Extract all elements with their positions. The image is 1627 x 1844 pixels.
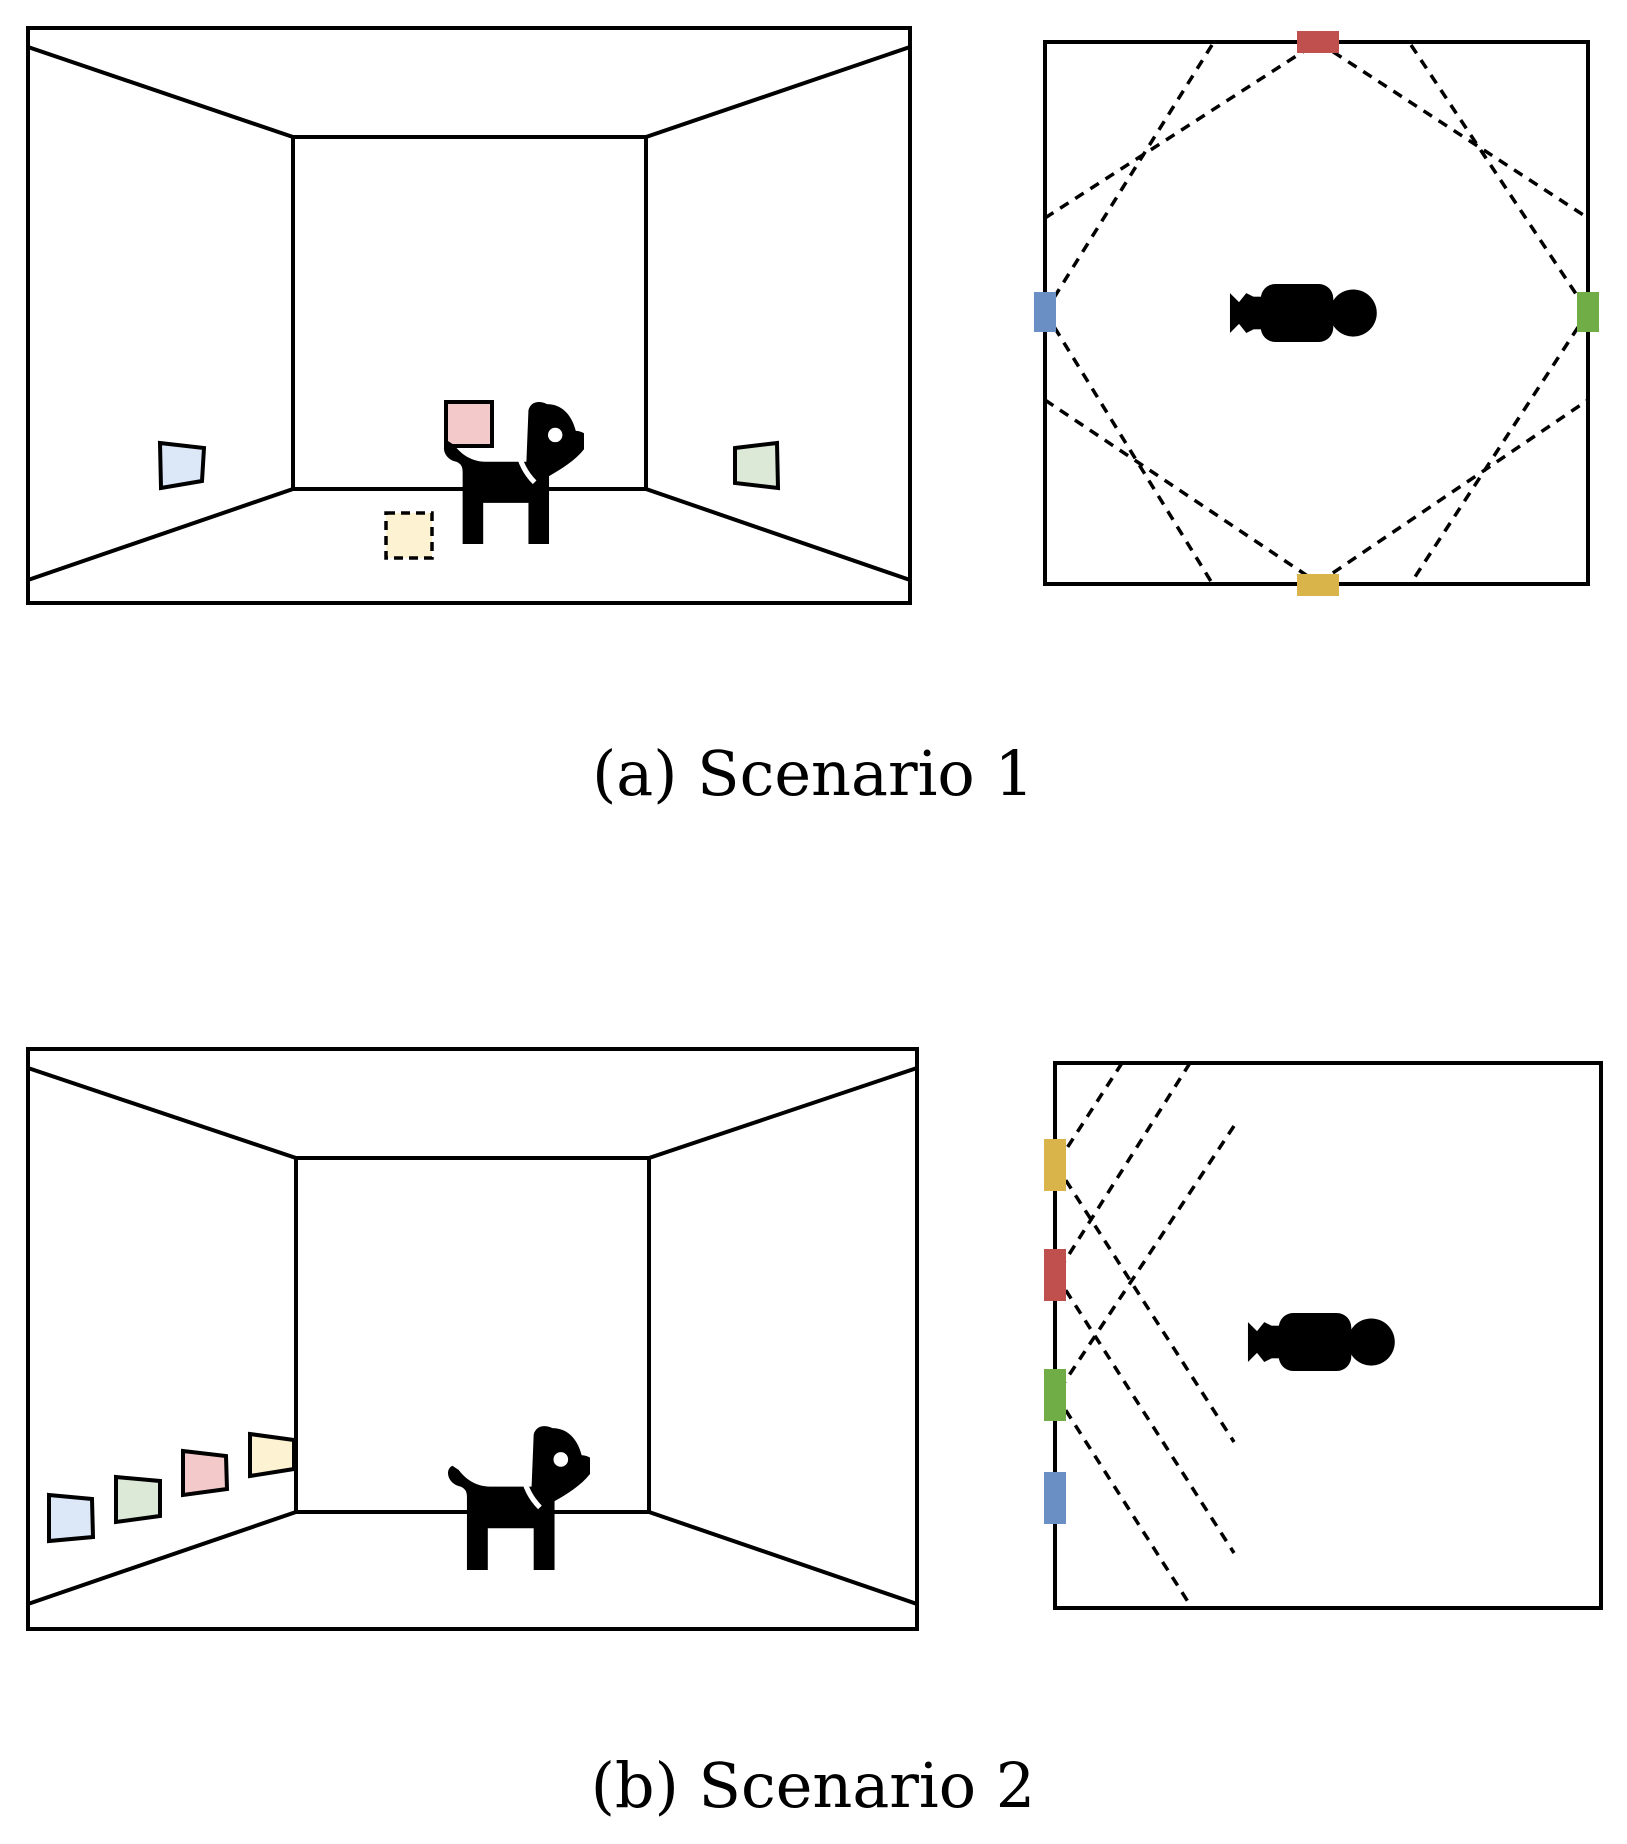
marker-yellow bbox=[1297, 574, 1339, 596]
scenario-1: (a) Scenario 1 bbox=[26, 26, 1599, 810]
caption-b: (b) Scenario 2 bbox=[591, 1749, 1036, 1822]
top-view-1 bbox=[1034, 31, 1599, 596]
poster-green bbox=[114, 1474, 162, 1525]
caption-a: (a) Scenario 1 bbox=[592, 737, 1034, 810]
room-view-2 bbox=[26, 1047, 919, 1631]
room-view-1 bbox=[26, 26, 912, 605]
poster-blue bbox=[47, 1492, 96, 1544]
view-rays-1 bbox=[1043, 40, 1590, 585]
marker-red bbox=[1297, 31, 1339, 53]
marker-red bbox=[1044, 1249, 1066, 1301]
marker-blue bbox=[1034, 292, 1056, 332]
marker-blue bbox=[1044, 1472, 1066, 1524]
marker-green bbox=[1044, 1369, 1066, 1421]
view-rays-2 bbox=[1054, 1062, 1236, 1609]
marker-yellow bbox=[1044, 1139, 1066, 1191]
scenario-2: (b) Scenario 2 bbox=[26, 1047, 1603, 1822]
poster-yellow bbox=[248, 1431, 296, 1479]
poster-blue bbox=[157, 440, 207, 491]
top-view-2 bbox=[1044, 1061, 1603, 1610]
poster-green bbox=[733, 440, 781, 491]
poster-red bbox=[181, 1448, 230, 1498]
poster-red bbox=[444, 400, 494, 448]
marker-green bbox=[1577, 292, 1599, 332]
poster-yellow-hidden bbox=[384, 511, 434, 560]
